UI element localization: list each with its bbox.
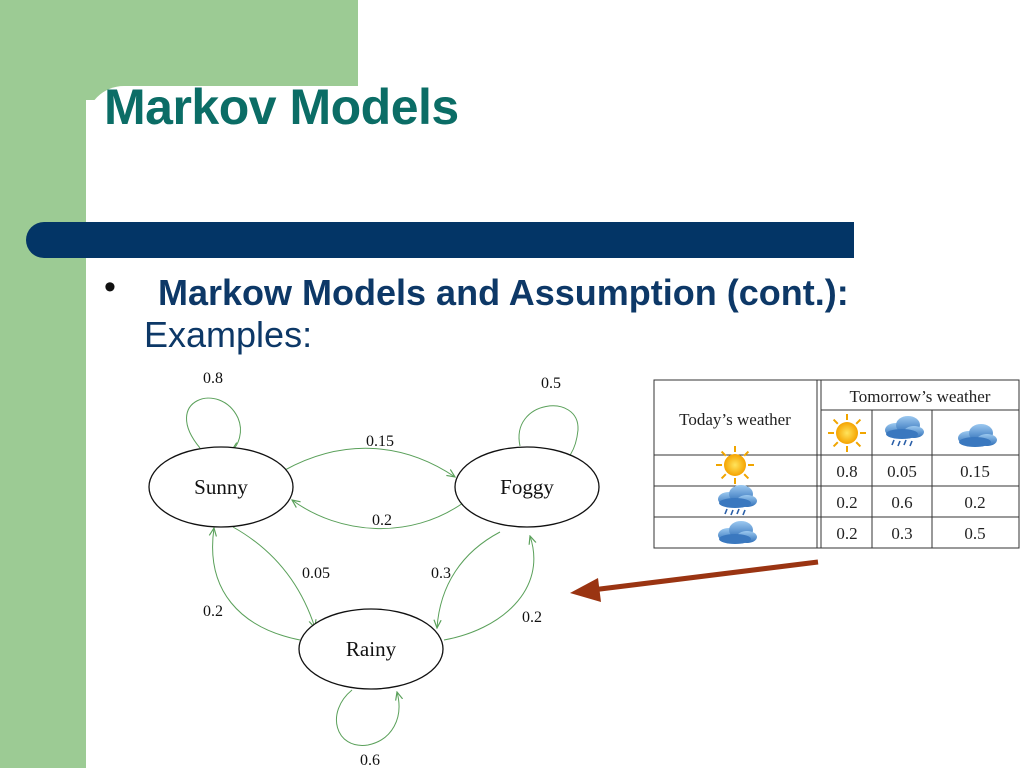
table-cell: 0.5 — [964, 524, 985, 543]
edge-foggy-sunny — [292, 500, 464, 529]
edge-label: 0.15 — [366, 433, 394, 450]
slide-title: Markov Models — [104, 79, 459, 135]
edge-foggy-rainy — [437, 531, 501, 628]
pointer-arrow — [570, 559, 819, 602]
sun-icon — [715, 445, 755, 485]
table-cell: 0.2 — [964, 493, 985, 512]
table-cell: 0.2 — [836, 524, 857, 543]
state-label: Rainy — [346, 637, 397, 661]
bullet-heading: Markow Models and Assumption (cont.): — [158, 272, 849, 313]
edge-rainy-sunny — [213, 528, 301, 641]
table-cell: 0.2 — [836, 493, 857, 512]
edge-label: 0.2 — [203, 603, 223, 620]
green-panel-left — [0, 0, 86, 768]
table-cell: 0.8 — [836, 462, 857, 481]
edge-sunny-rainy — [232, 526, 315, 628]
edge-label: 0.5 — [541, 375, 561, 392]
table-cell: 0.3 — [891, 524, 912, 543]
title-divider-bar — [26, 222, 854, 258]
table-cell: 0.05 — [887, 462, 917, 481]
transition-table: Today’s weather Tomorrow’s weather 0.8 0… — [653, 379, 1020, 549]
table-col-header: Tomorrow’s weather — [850, 387, 991, 406]
table-row-header: Today’s weather — [679, 410, 791, 429]
edge-label: 0.3 — [431, 565, 451, 582]
edge-sunny-foggy — [284, 447, 455, 477]
table-cell: 0.6 — [891, 493, 912, 512]
state-label: Sunny — [194, 475, 248, 499]
content-corner — [86, 86, 386, 226]
sun-icon — [827, 413, 867, 453]
state-rainy — [298, 608, 444, 690]
edge-label: 0.05 — [302, 565, 330, 582]
state-sunny — [148, 446, 294, 528]
edge-label: 0.6 — [360, 752, 380, 768]
bullet-icon: • — [104, 268, 116, 306]
edge-label: 0.2 — [522, 609, 542, 626]
state-label: Foggy — [500, 475, 554, 499]
state-foggy — [454, 446, 600, 528]
bullet-subtext: Examples: — [144, 314, 313, 355]
edge-label: 0.2 — [372, 512, 392, 529]
table-cell: 0.15 — [960, 462, 990, 481]
edge-sunny-sunny — [186, 397, 241, 450]
edge-rainy-rainy — [336, 689, 399, 746]
edge-label: 0.8 — [203, 370, 223, 387]
edge-rainy-foggy — [443, 536, 534, 641]
